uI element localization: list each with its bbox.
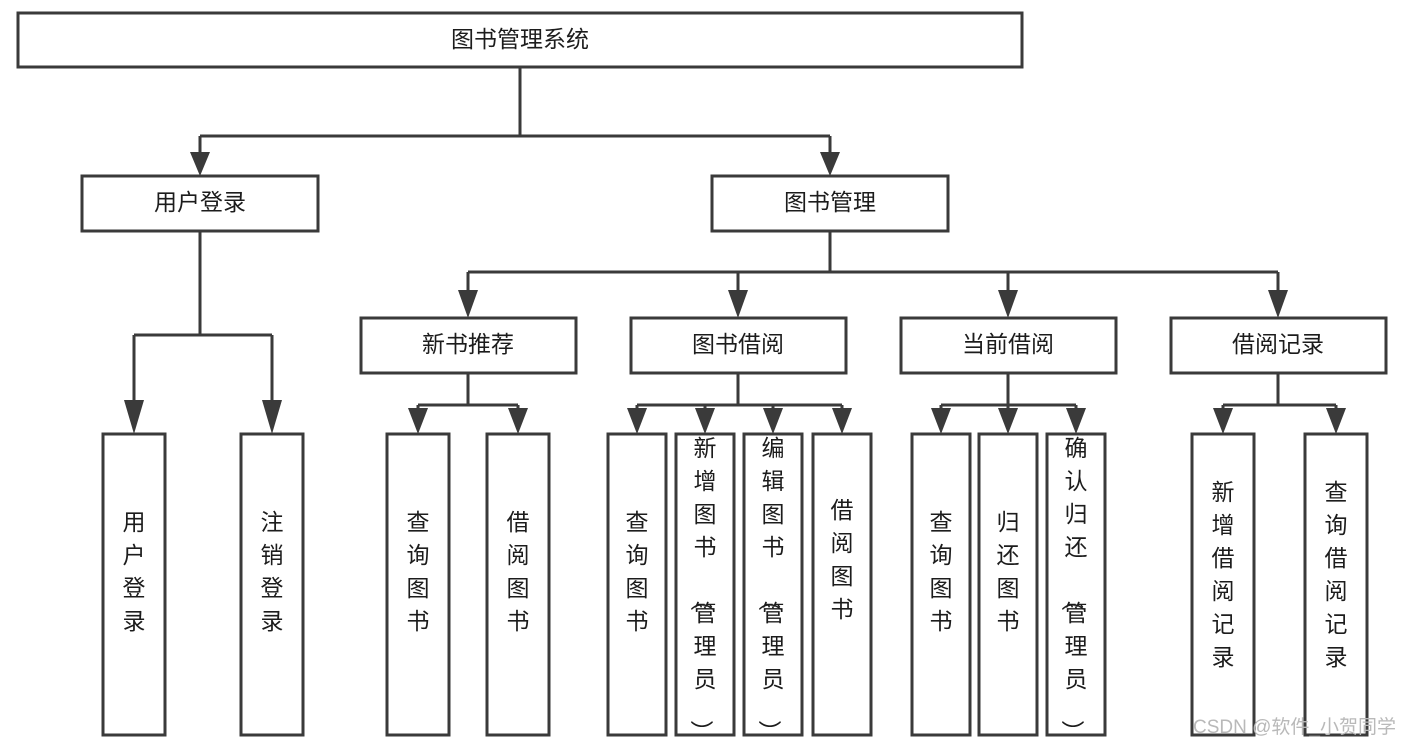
node-leaf-br-add-record[interactable]: 新增借阅记录 (1190, 432, 1256, 737)
arrowhead-current-borrow (998, 290, 1018, 318)
node-root-box[interactable] (16, 11, 1024, 69)
node-leaf-bb-edit-book-box[interactable] (742, 432, 804, 737)
node-leaf-br-query-record[interactable]: 查询借阅记录 (1303, 432, 1369, 737)
node-book-borrow-label: 图书借阅 (692, 331, 784, 357)
arrowhead-br-query (1326, 408, 1346, 434)
node-leaf-cb-return-book-label: 归还图书 (997, 509, 1020, 634)
arrowhead-borrow-record (1268, 290, 1288, 318)
arrowhead-leaf-user-login (124, 400, 144, 434)
node-leaf-bb-borrow-book-box[interactable] (811, 432, 873, 737)
node-root-system[interactable]: 图书管理系统 (16, 11, 1024, 69)
arrowhead-bb-edit (763, 408, 783, 434)
node-leaf-cb-query-book-label: 查询图书 (930, 509, 953, 634)
node-leaf-bb-add-book-box[interactable] (674, 432, 736, 737)
node-leaf-nb-borrow-book-label: 借阅图书 (507, 509, 530, 634)
node-current-borrow[interactable]: 当前借阅 (899, 316, 1118, 375)
node-user-login-label: 用户登录 (154, 189, 246, 215)
node-book-borrow[interactable]: 图书借阅 (629, 316, 848, 375)
arrowhead-book-borrow (728, 290, 748, 318)
csdn-watermark: CSDN @软件_小贺同学 (1193, 716, 1396, 738)
arrowhead-leaf-logout (262, 400, 282, 434)
node-book-borrow-box[interactable] (629, 316, 848, 375)
node-new-book-recommend[interactable]: 新书推荐 (359, 316, 578, 375)
arrowhead-br-add (1213, 408, 1233, 434)
arrowhead-nb-query (408, 408, 428, 434)
node-leaf-bb-edit-book-label: 编辑图书（管理员） (757, 435, 785, 743)
node-leaf-bb-query-book-label: 查询图书 (626, 509, 649, 634)
node-new-book-recommend-label: 新书推荐 (422, 331, 514, 357)
arrowhead-bb-query (627, 408, 647, 434)
node-user-login-box[interactable] (80, 174, 320, 233)
node-book-management[interactable]: 图书管理 (710, 174, 950, 233)
arrowhead-book-mgmt (820, 152, 840, 176)
node-current-borrow-label: 当前借阅 (962, 331, 1054, 357)
node-leaf-cb-query-book[interactable]: 查询图书 (910, 432, 972, 737)
node-book-management-label: 图书管理 (784, 189, 876, 215)
node-leaf-cb-confirm-return-label: 确认归还（管理员） (1060, 435, 1088, 743)
node-leaf-br-add-record-label: 新增借阅记录 (1212, 479, 1235, 670)
node-leaf-logout-label: 注销登录 (261, 509, 284, 634)
node-leaf-bb-query-book-box[interactable] (606, 432, 668, 737)
node-leaf-nb-borrow-book[interactable]: 借阅图书 (485, 432, 551, 737)
node-borrow-record-label: 借阅记录 (1232, 331, 1324, 357)
node-borrow-record[interactable]: 借阅记录 (1169, 316, 1388, 375)
node-leaf-bb-borrow-book-label: 借阅图书 (831, 497, 854, 622)
arrowhead-cb-confirm (1066, 408, 1086, 434)
node-leaf-nb-borrow-book-box[interactable] (485, 432, 551, 737)
node-leaf-bb-add-book-label: 新增图书（管理员） (689, 435, 717, 743)
node-leaf-br-query-record-label: 查询借阅记录 (1325, 479, 1348, 670)
arrowhead-bb-borrow (832, 408, 852, 434)
node-borrow-record-box[interactable] (1169, 316, 1388, 375)
node-leaf-nb-query-book[interactable]: 查询图书 (385, 432, 451, 737)
node-book-management-box[interactable] (710, 174, 950, 233)
arrowhead-nb-borrow (508, 408, 528, 434)
node-leaf-logout-box[interactable] (239, 432, 305, 737)
node-leaf-br-query-record-box[interactable] (1303, 432, 1369, 737)
node-leaf-cb-return-book[interactable]: 归还图书 (977, 432, 1039, 737)
node-leaf-nb-query-book-box[interactable] (385, 432, 451, 737)
node-leaf-cb-return-book-box[interactable] (977, 432, 1039, 737)
connectors-layer (124, 67, 1346, 434)
node-leaf-bb-edit-book[interactable]: 编辑图书（管理员） (742, 432, 804, 743)
arrowhead-cb-return (998, 408, 1018, 434)
node-leaf-logout[interactable]: 注销登录 (239, 432, 305, 737)
arrowhead-bb-add (695, 408, 715, 434)
node-leaf-user-login-box[interactable] (101, 432, 167, 737)
node-leaf-bb-add-book[interactable]: 新增图书（管理员） (674, 432, 736, 743)
node-leaf-bb-borrow-book[interactable]: 借阅图书 (811, 432, 873, 737)
node-leaf-cb-query-book-box[interactable] (910, 432, 972, 737)
node-new-book-recommend-box[interactable] (359, 316, 578, 375)
node-leaf-bb-query-book[interactable]: 查询图书 (606, 432, 668, 737)
node-leaf-cb-confirm-return[interactable]: 确认归还（管理员） (1045, 432, 1107, 743)
node-leaf-br-add-record-box[interactable] (1190, 432, 1256, 737)
arrowhead-user-login (190, 152, 210, 176)
node-leaf-user-login[interactable]: 用户登录 (101, 432, 167, 737)
node-leaf-user-login-label: 用户登录 (123, 509, 146, 634)
node-user-login[interactable]: 用户登录 (80, 174, 320, 233)
arrowhead-cb-query (931, 408, 951, 434)
node-root-label: 图书管理系统 (451, 26, 589, 52)
node-leaf-cb-confirm-return-box[interactable] (1045, 432, 1107, 737)
node-leaf-nb-query-book-label: 查询图书 (407, 509, 430, 634)
arrowhead-new-book (458, 290, 478, 318)
node-current-borrow-box[interactable] (899, 316, 1118, 375)
